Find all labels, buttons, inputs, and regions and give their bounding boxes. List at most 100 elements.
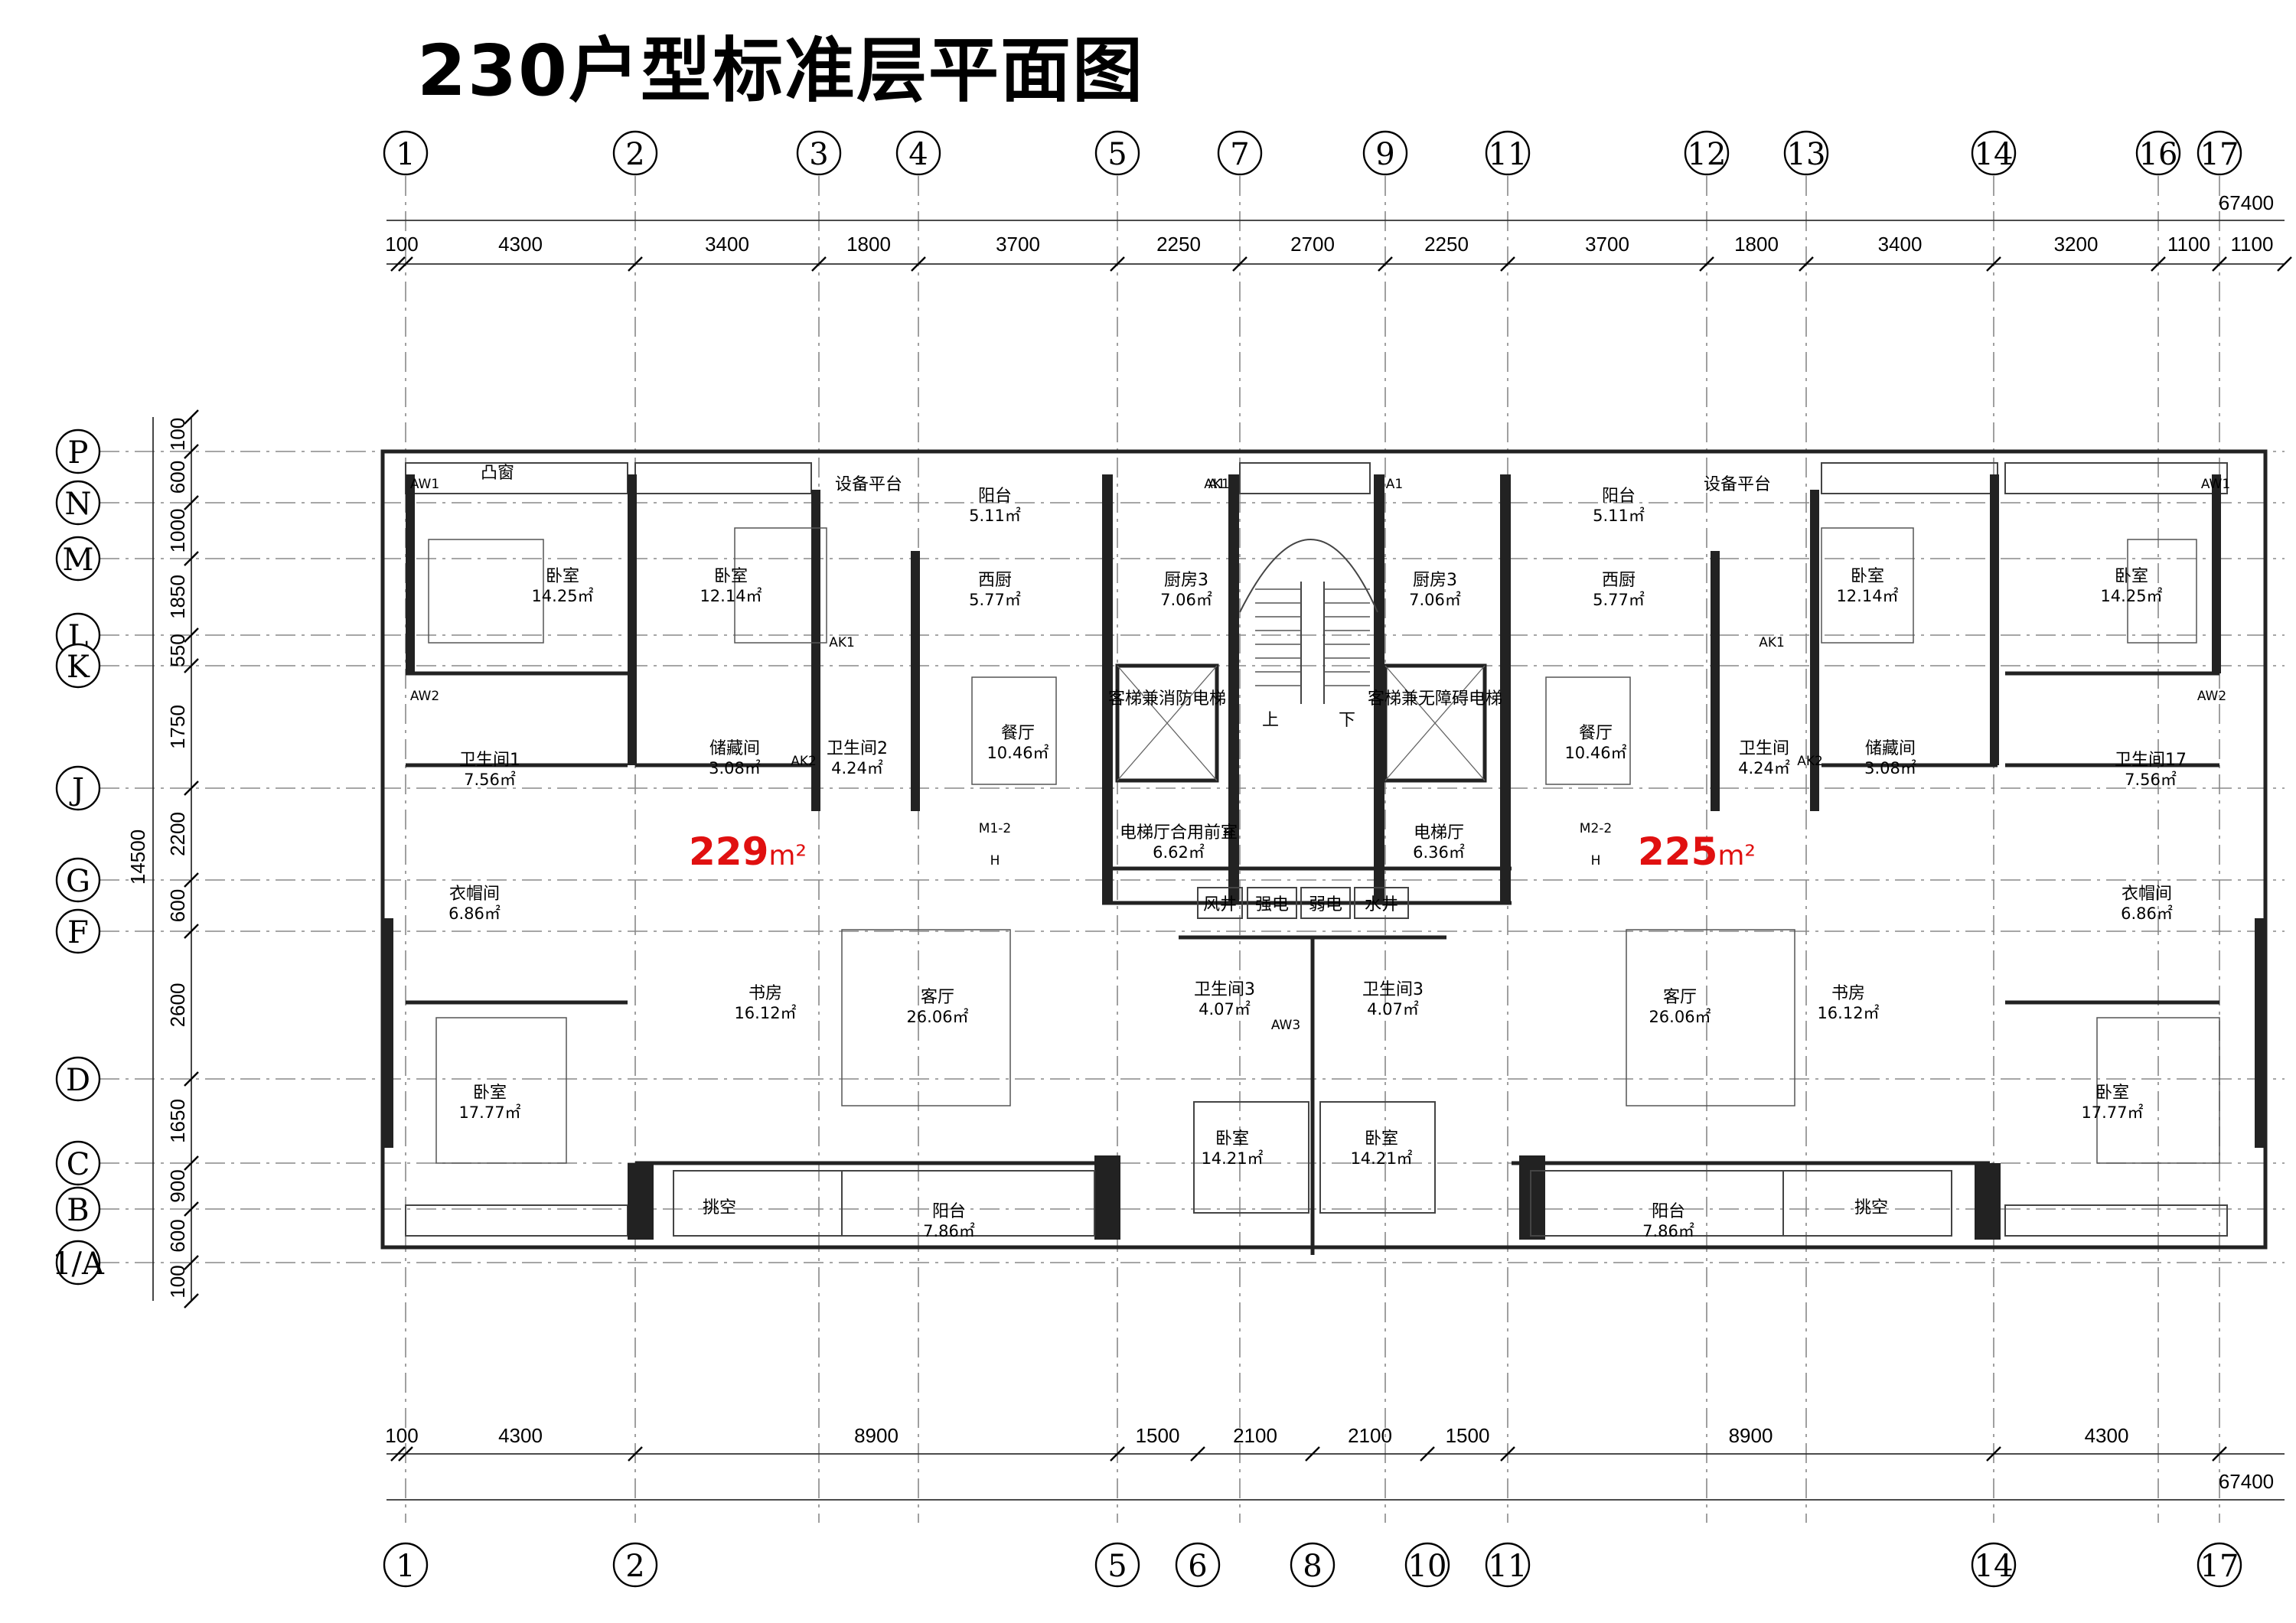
axis-bubble <box>55 1140 101 1186</box>
room-area: 7.56㎡ <box>464 771 516 789</box>
tag-label: AW1 <box>2201 477 2230 492</box>
dimension-tick <box>184 551 199 566</box>
axis-label: 11 <box>1489 137 1528 172</box>
axis-bubble <box>1485 1542 1531 1588</box>
room-area: 17.77㎡ <box>2081 1103 2143 1122</box>
dimension-tick <box>184 658 199 673</box>
room-area: 6.36㎡ <box>1413 843 1465 862</box>
room-name: 客厅 <box>921 988 954 1007</box>
room-name: 储藏间 <box>1865 739 1916 758</box>
axis-bubble <box>1175 1542 1221 1588</box>
axis-label: 7 <box>1230 137 1249 172</box>
stair-label-down: 下 <box>1339 711 1355 730</box>
room-name: 卫生间1 <box>459 751 520 770</box>
tag-label: AK2 <box>1797 754 1823 769</box>
dimension-tick <box>1190 1446 1205 1462</box>
room-area: 14.21㎡ <box>1350 1149 1412 1168</box>
dimension-value: 8900 <box>854 1424 899 1447</box>
dimension-value: 3700 <box>996 233 1040 256</box>
tag-label: AK1 <box>829 635 855 650</box>
axis-label: 3 <box>809 137 828 172</box>
axis-label: 14 <box>1975 1549 2014 1584</box>
axis-label: C <box>67 1147 90 1182</box>
dimension-tick <box>2212 1446 2227 1462</box>
axis-label: 12 <box>1688 137 1727 172</box>
dimension-tick <box>184 1071 199 1087</box>
axis-label: 14 <box>1975 137 2014 172</box>
shaft-label: 风井 <box>1203 895 1237 914</box>
tag-label: A1 <box>1208 477 1225 492</box>
room-name: 西厨 <box>978 571 1012 590</box>
axis-bubble <box>1971 130 2017 176</box>
dimension-tick <box>184 444 199 459</box>
axis-bubble <box>55 480 101 526</box>
shaft-label: 强电 <box>1255 895 1289 914</box>
room-area: 6.86㎡ <box>2121 904 2173 923</box>
room-name: 卫生间17 <box>2115 751 2187 770</box>
room-name: 挑空 <box>1854 1198 1888 1217</box>
dimension-tick <box>2151 256 2166 272</box>
dimension-value: 2250 <box>1156 233 1201 256</box>
dimension-tick <box>2212 256 2227 272</box>
axis-label: 5 <box>1107 1549 1127 1584</box>
room-area: 4.24㎡ <box>1738 759 1790 777</box>
tag-label: H <box>1224 826 1234 842</box>
dimension-tick <box>184 409 199 425</box>
room-area: 10.46㎡ <box>987 744 1049 762</box>
axis-bubble <box>612 1542 658 1588</box>
tag-label: M1-2 <box>979 821 1011 836</box>
tag-label: H <box>1591 853 1601 869</box>
room-label-layer: 卧室14.25㎡卧室12.14㎡设备平台阳台5.11㎡西厨5.77㎡厨房37.0… <box>410 464 2230 1240</box>
axis-bubble <box>2135 130 2181 176</box>
axis-bubble <box>612 130 658 176</box>
room-name: 书房 <box>748 984 782 1003</box>
room-area: 17.77㎡ <box>458 1103 520 1122</box>
dimension-tick <box>398 1446 413 1462</box>
axis-label: G <box>66 864 90 899</box>
dimension-value: 8900 <box>1729 1424 1773 1447</box>
axis-bubble <box>1971 1542 2017 1588</box>
unit-area-symbol: m² <box>1717 840 1756 872</box>
room-area: 5.11㎡ <box>969 507 1021 525</box>
dimension-value: 1100 <box>2167 233 2210 256</box>
dimension-value: 600 <box>166 889 189 922</box>
axis-label: 5 <box>1107 137 1127 172</box>
room-name: 电梯厅合用前室 <box>1120 823 1238 842</box>
dimension-value: 1750 <box>166 705 189 749</box>
axis-bubble <box>1290 1542 1336 1588</box>
dimension-tick <box>1500 1446 1515 1462</box>
dimension-value: 900 <box>166 1169 189 1202</box>
axis-bubble <box>895 130 941 176</box>
room-name: 客梯兼无障碍电梯 <box>1368 689 1502 709</box>
room-name: 设备平台 <box>1704 475 1771 494</box>
axis-label: 8 <box>1303 1549 1322 1584</box>
room-area: 7.86㎡ <box>923 1222 975 1240</box>
axis-bubble <box>1404 1542 1450 1588</box>
tag-label: AW1 <box>410 477 439 492</box>
plan-title: 230户型标准层平面图 <box>416 30 1145 112</box>
room-area: 26.06㎡ <box>1649 1008 1711 1026</box>
axis-label: 11 <box>1489 1549 1528 1584</box>
axis-bubble <box>1217 130 1263 176</box>
axis-bubble <box>383 130 429 176</box>
dimension-tick <box>1420 1446 1435 1462</box>
axis-label: B <box>67 1193 89 1228</box>
axis-label: K <box>67 650 90 685</box>
axis-label: 1 <box>396 137 415 172</box>
axis-label: N <box>65 487 92 522</box>
dimension-tick <box>811 256 827 272</box>
room-name: 客梯兼消防电梯 <box>1108 689 1226 709</box>
room-area: 6.86㎡ <box>448 904 501 923</box>
axis-bubble <box>55 536 101 582</box>
dimension-tick <box>628 1446 643 1462</box>
dimension-value: 100 <box>166 1265 189 1298</box>
tag-label: AK2 <box>791 754 817 769</box>
dimension-tick <box>1799 256 1814 272</box>
tag-label: H <box>990 853 1000 869</box>
room-name: 挑空 <box>703 1198 736 1217</box>
axis-bubble <box>383 1542 429 1588</box>
dimension-tick <box>1500 256 1515 272</box>
dimension-value: 100 <box>166 418 189 451</box>
dimension-value: 1800 <box>1734 233 1779 256</box>
dimension-value: 600 <box>166 1219 189 1252</box>
